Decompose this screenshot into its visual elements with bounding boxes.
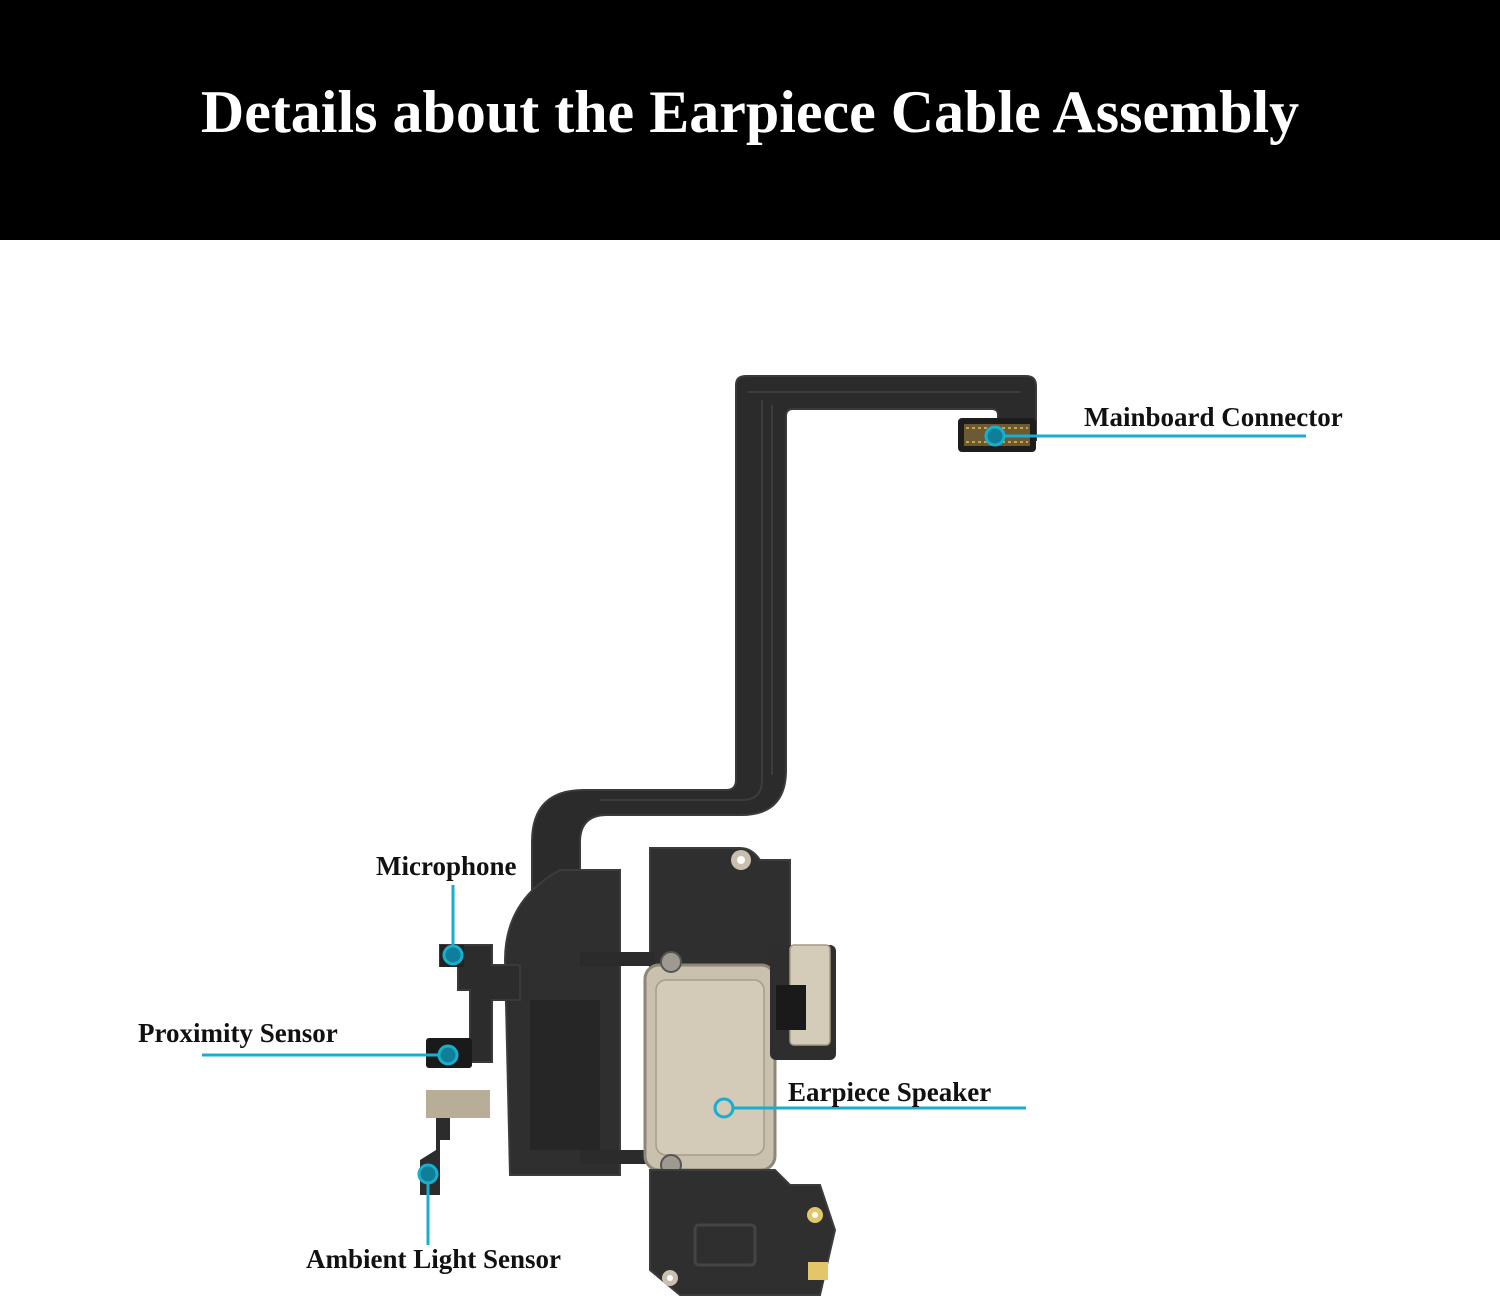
screw-hole-icon — [667, 1275, 673, 1281]
flex-cable-trace — [600, 400, 763, 801]
ribbon-link — [580, 952, 655, 966]
label-ambient-light-sensor: Ambient Light Sensor — [306, 1244, 562, 1274]
speaker-housing-top — [649, 847, 791, 981]
earpiece-speaker-face — [655, 979, 765, 1156]
callout-dot-mainboard-connector — [984, 425, 1006, 447]
callout-lines — [202, 434, 1306, 1245]
label-microphone: Microphone — [376, 851, 517, 881]
screw-icon — [660, 951, 682, 973]
callout-dot-ambient-light-sensor — [417, 1163, 439, 1185]
speaker-grille-outline — [693, 1223, 757, 1267]
screw-hole-icon — [812, 1212, 818, 1218]
callout-dot-microphone — [442, 944, 464, 966]
gold-contact — [808, 1262, 828, 1280]
flex-cable-ribbon — [531, 375, 1037, 981]
label-proximity-sensor: Proximity Sensor — [138, 1018, 338, 1048]
title-banner: Details about the Earpiece Cable Assembl… — [0, 0, 1500, 240]
left-body-panel — [530, 1000, 600, 1150]
ribbon-link — [580, 1150, 655, 1164]
right-bracket-module — [776, 985, 806, 1030]
sensor-metal-plate — [426, 1090, 490, 1118]
page-title: Details about the Earpiece Cable Assembl… — [200, 78, 1300, 145]
callout-dot-earpiece-speaker — [713, 1097, 735, 1119]
callout-markers — [417, 425, 1006, 1185]
callout-dot-proximity-sensor — [437, 1044, 459, 1066]
label-mainboard-connector: Mainboard Connector — [1084, 402, 1343, 432]
label-earpiece-speaker: Earpiece Speaker — [788, 1077, 992, 1107]
screw-hole-icon — [737, 856, 745, 864]
